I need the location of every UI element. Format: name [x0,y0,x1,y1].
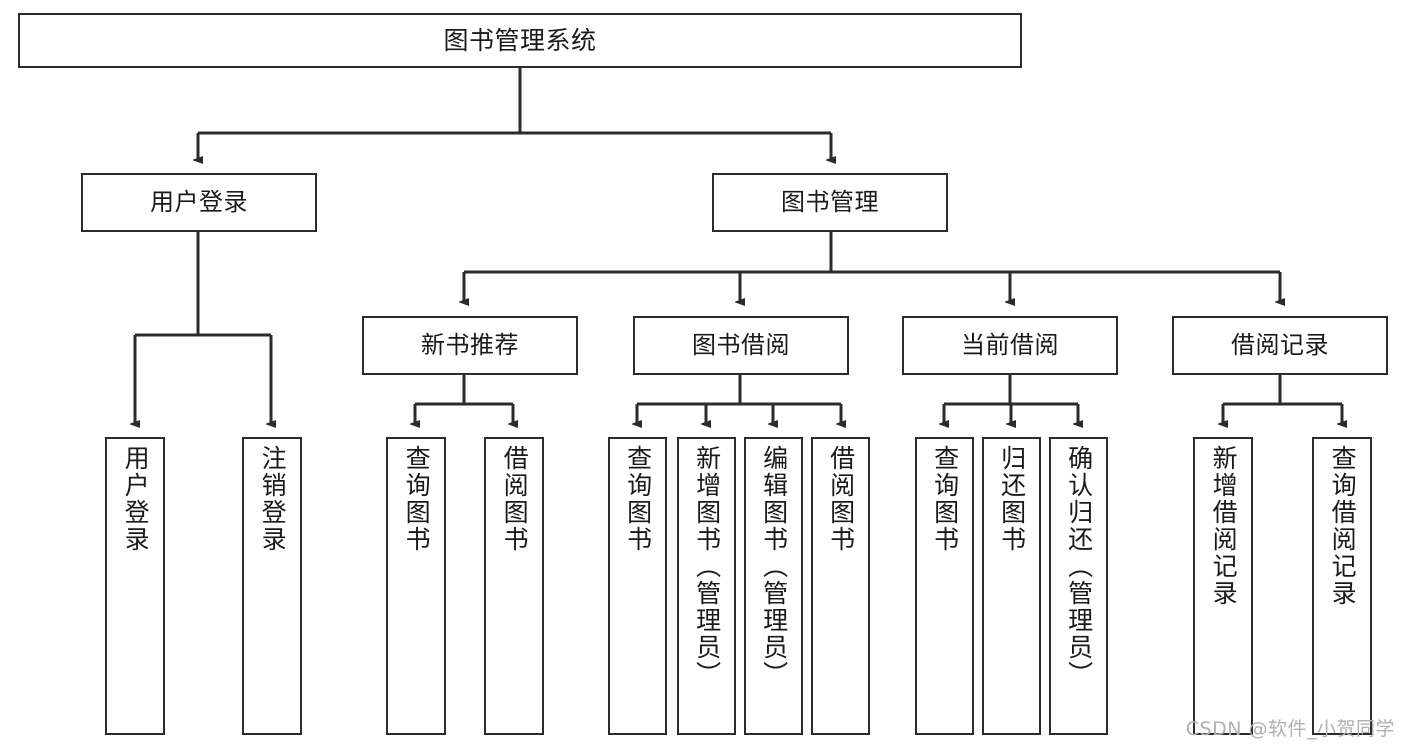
leaf-add-record-label: 新增借阅记录 [1209,445,1239,607]
leaf-query-book-3-label: 查询图书 [930,445,960,553]
leaf-return-book[interactable]: 归还图书 [982,437,1041,735]
node-root-label: 图书管理系统 [443,25,597,55]
node-borrow-record-label: 借阅记录 [1231,331,1329,360]
node-book-borrow[interactable]: 图书借阅 [633,316,849,375]
leaf-query-book-1-label: 查询图书 [402,445,432,553]
leaf-confirm-return-label: 确认归还（管理员） [1064,445,1094,688]
node-current-borrow[interactable]: 当前借阅 [902,316,1118,375]
leaf-edit-book[interactable]: 编辑图书（管理员） [744,437,803,735]
leaf-borrow-book-2-label: 借阅图书 [826,445,856,553]
node-user-login-label: 用户登录 [150,188,248,217]
leaf-confirm-return[interactable]: 确认归还（管理员） [1049,437,1108,735]
node-book-borrow-label: 图书借阅 [692,331,790,360]
leaf-logout-login-label: 注销登录 [258,445,288,553]
leaf-add-record[interactable]: 新增借阅记录 [1193,437,1253,735]
leaf-edit-book-label: 编辑图书（管理员） [759,445,789,688]
leaf-return-book-label: 归还图书 [997,445,1027,553]
leaf-borrow-book-1[interactable]: 借阅图书 [484,437,544,735]
node-borrow-record[interactable]: 借阅记录 [1172,316,1388,375]
leaf-borrow-book-2[interactable]: 借阅图书 [811,437,870,735]
node-user-login[interactable]: 用户登录 [81,173,317,232]
node-current-borrow-label: 当前借阅 [961,331,1059,360]
leaf-user-login-label: 用户登录 [121,445,151,553]
node-book-management-label: 图书管理 [781,188,879,217]
leaf-query-book-3[interactable]: 查询图书 [915,437,974,735]
leaf-add-book-label: 新增图书（管理员） [692,445,722,688]
leaf-logout-login[interactable]: 注销登录 [242,437,302,735]
leaf-borrow-book-1-label: 借阅图书 [500,445,530,553]
node-root[interactable]: 图书管理系统 [18,13,1022,68]
leaf-query-record-label: 查询借阅记录 [1328,445,1358,607]
node-new-book-recommend[interactable]: 新书推荐 [362,316,578,375]
csdn-watermark: CSDN @软件_小贺同学 [1185,718,1395,740]
leaf-user-login[interactable]: 用户登录 [105,437,165,735]
leaf-query-record[interactable]: 查询借阅记录 [1312,437,1372,735]
node-book-management[interactable]: 图书管理 [712,173,948,232]
leaf-query-book-2-label: 查询图书 [623,445,653,553]
node-new-book-recommend-label: 新书推荐 [421,331,519,360]
leaf-add-book[interactable]: 新增图书（管理员） [677,437,736,735]
leaf-query-book-2[interactable]: 查询图书 [608,437,667,735]
leaf-query-book-1[interactable]: 查询图书 [386,437,446,735]
